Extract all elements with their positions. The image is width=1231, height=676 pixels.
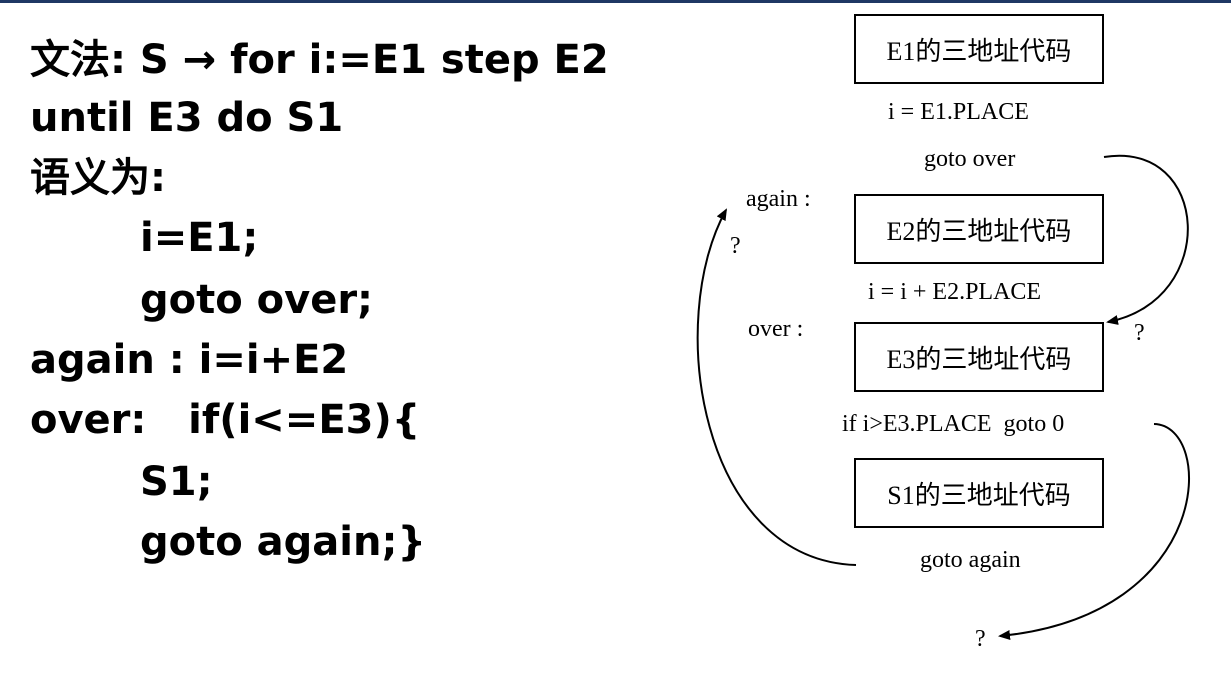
box-e3-code: E3的三地址代码 <box>854 322 1104 392</box>
code-line-again: again : i=i+E2 <box>30 337 349 383</box>
semantics-heading: 语义为: <box>30 155 166 201</box>
condition-label: if i>E3.PLACE goto 0 <box>842 411 1065 437</box>
top-accent-bar <box>0 0 1231 3</box>
again-target-question: ? <box>730 233 741 259</box>
box-e1-code: E1的三地址代码 <box>854 14 1104 84</box>
code-line-s1: S1; <box>140 459 213 505</box>
code-line-init: i=E1; <box>140 215 259 261</box>
arrow-goto-over <box>1103 154 1189 325</box>
box-s1-code: S1的三地址代码 <box>854 458 1104 528</box>
assign-e2-label: i = i + E2.PLACE <box>868 279 1042 305</box>
grammar-line-2: until E3 do S1 <box>30 95 344 141</box>
box-e2-code: E2的三地址代码 <box>854 194 1104 264</box>
again-label: again : <box>746 186 811 212</box>
exit-question: ? <box>975 626 986 652</box>
arrow-goto-again <box>696 208 857 566</box>
goto-again-label: goto again <box>920 547 1021 573</box>
assign-e1-label: i = E1.PLACE <box>888 99 1029 125</box>
code-line-goto-over: goto over; <box>140 277 374 323</box>
grammar-line-1: 文法: S → for i:=E1 step E2 <box>30 37 609 83</box>
arrow-exit <box>998 423 1190 640</box>
code-line-goto-again: goto again;} <box>140 519 426 565</box>
over-target-question: ? <box>1134 320 1145 346</box>
code-line-over: over: if(i<=E3){ <box>30 397 421 443</box>
goto-over-label: goto over <box>924 146 1016 172</box>
over-label: over : <box>748 316 804 342</box>
